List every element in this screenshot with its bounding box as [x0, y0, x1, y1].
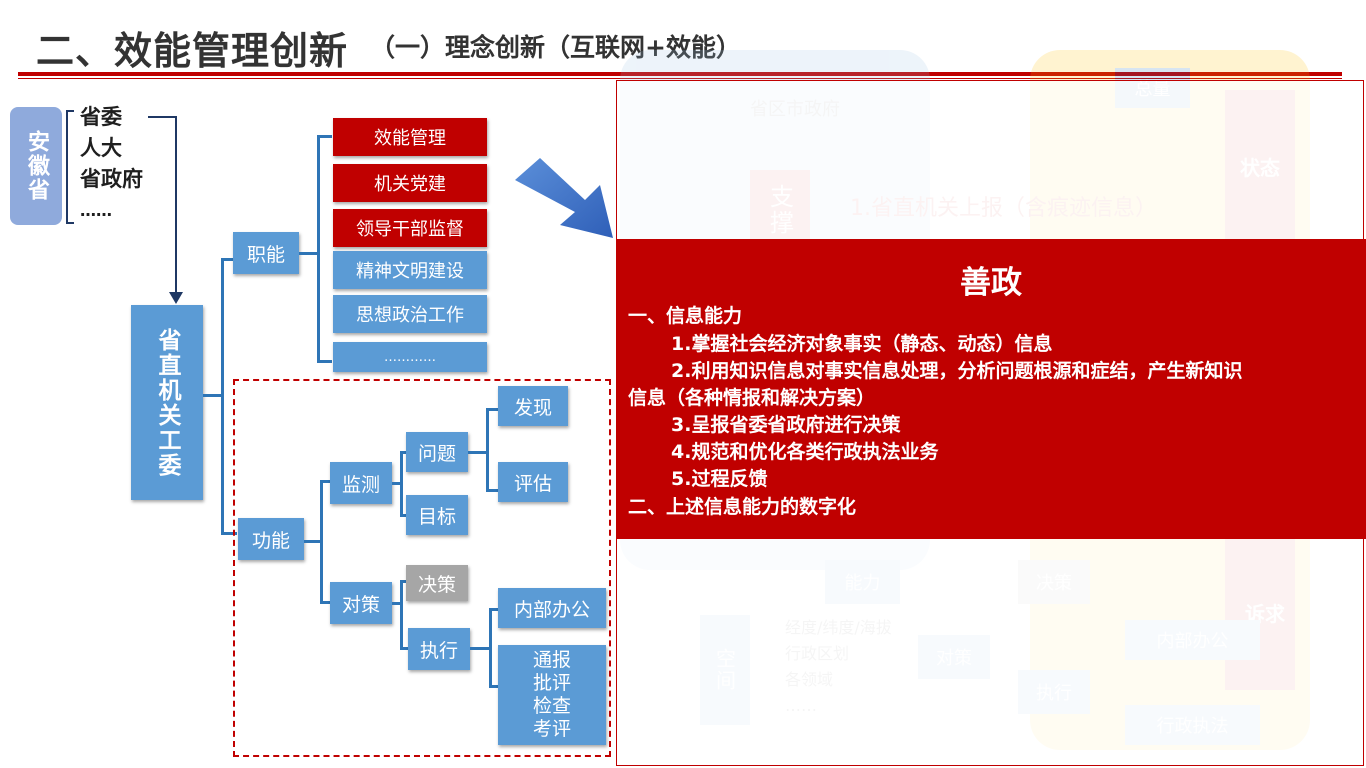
- panel-line: 3.呈报省委省政府进行决策: [671, 414, 901, 436]
- item-peoples-congress: 人大: [80, 136, 122, 160]
- connector: [317, 360, 332, 363]
- connector: [400, 451, 406, 454]
- connector: [317, 135, 320, 363]
- panel-line: 2.利用知识信息对事实信息处理，分析问题根源和症结，产生新知识: [671, 360, 1243, 382]
- item-provincial-government: 省政府: [80, 167, 143, 191]
- connector: [320, 480, 323, 604]
- monitor-box: 监测: [330, 462, 392, 504]
- connector: [400, 580, 403, 650]
- duty-spiritual-civilization: 精神文明建设: [333, 251, 487, 289]
- panel-line: 二、上述信息能力的数字化: [628, 496, 857, 518]
- connector: [148, 116, 176, 118]
- duty-more: …………: [333, 342, 487, 372]
- connector: [203, 394, 223, 397]
- panel-line: 信息（各种情报和解决方案）: [628, 387, 876, 409]
- connector: [299, 252, 318, 255]
- problem-box: 问题: [406, 432, 468, 472]
- internal-office-box: 内部办公: [498, 588, 606, 628]
- execute-box: 执行: [408, 628, 470, 670]
- connector: [175, 116, 177, 296]
- connector: [221, 258, 224, 534]
- action-inspect: 检查: [532, 695, 571, 717]
- page-subtitle: （一）理念创新（互联网+效能）: [370, 33, 741, 62]
- connector: [392, 602, 401, 605]
- title-divider: [18, 72, 1342, 76]
- province-box: 安徽省: [10, 107, 62, 225]
- functions-region: [233, 379, 611, 757]
- connector: [486, 408, 498, 411]
- committee-box: 省直机关工委: [131, 305, 203, 500]
- connector: [320, 601, 330, 604]
- connector: [400, 451, 403, 517]
- province-items: 省委 人大 省政府 ……: [80, 102, 143, 226]
- panel-line: 5.过程反馈: [671, 468, 768, 490]
- duty-political-work: 思想政治工作: [333, 295, 487, 333]
- duty-cadre-supervision: 领导干部监督: [333, 209, 487, 247]
- duties-box: 职能: [233, 232, 299, 274]
- duty-party-building: 机关党建: [333, 164, 487, 202]
- connector: [400, 647, 408, 650]
- arrow-right-down-icon: [515, 158, 613, 238]
- connector: [489, 608, 492, 688]
- connector: [468, 451, 487, 454]
- duty-efficiency-management: 效能管理: [333, 118, 487, 156]
- connector: [400, 580, 406, 583]
- item-provincial-committee: 省委: [80, 105, 122, 129]
- connector: [400, 514, 406, 517]
- good-governance-panel: 善政 一、信息能力 1.掌握社会经济对象事实（静态、动态）信息 2.利用知识信息…: [616, 239, 1366, 539]
- page-title: 二、效能管理创新: [36, 29, 349, 73]
- countermeasure-box: 对策: [330, 582, 392, 624]
- connector: [221, 258, 233, 261]
- connector: [486, 408, 489, 492]
- action-notify: 通报: [532, 649, 571, 671]
- connector: [317, 135, 332, 138]
- province-bracket: [66, 110, 74, 224]
- title-divider-thin: [18, 78, 1342, 79]
- connector: [392, 482, 401, 485]
- connector: [470, 647, 490, 650]
- functions-box: 功能: [238, 518, 304, 560]
- connector: [486, 489, 498, 492]
- target-box: 目标: [406, 495, 468, 535]
- connector: [489, 685, 498, 688]
- panel-line: 1.掌握社会经济对象事实（静态、动态）信息: [671, 333, 1053, 355]
- connector: [489, 608, 498, 611]
- panel-heading: 善政: [960, 265, 1022, 301]
- panel-line: 一、信息能力: [628, 305, 743, 327]
- decide-box: 决策: [406, 565, 468, 601]
- action-evaluate: 考评: [532, 718, 571, 740]
- item-more: ……: [80, 201, 112, 220]
- assess-box: 评估: [498, 462, 568, 502]
- action-criticize: 批评: [532, 672, 571, 694]
- discover-box: 发现: [498, 386, 568, 426]
- actions-box: 通报 批评 检查 考评: [498, 645, 606, 745]
- arrow-down-icon: [169, 292, 183, 304]
- connector: [320, 480, 330, 483]
- connector: [221, 532, 237, 535]
- panel-line: 4.规范和优化各类行政执法业务: [671, 441, 939, 463]
- connector: [304, 540, 321, 543]
